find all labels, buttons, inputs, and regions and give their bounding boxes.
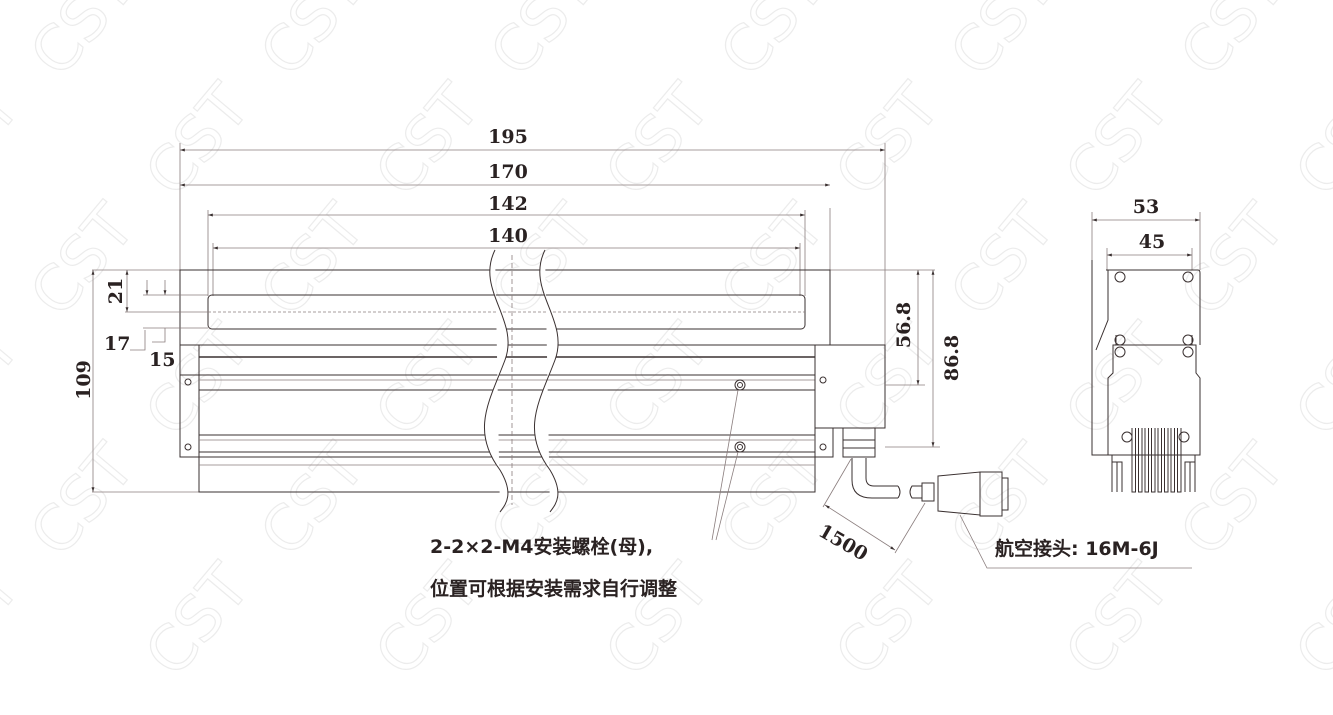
fin xyxy=(1138,428,1143,493)
mount-hole xyxy=(184,378,192,386)
watermark-text: CST xyxy=(1051,550,1185,690)
watermark-text: CST xyxy=(591,70,725,210)
watermark-text: CST xyxy=(0,550,35,690)
dim-53: 53 xyxy=(1133,196,1159,218)
fin xyxy=(1164,428,1169,493)
watermark-text: CST xyxy=(16,0,150,90)
watermark-text: CST xyxy=(0,310,35,450)
dim-21: 21 xyxy=(105,278,127,304)
m4-screw xyxy=(734,441,746,453)
heatsink-fins xyxy=(1131,428,1182,493)
watermark-text: CST xyxy=(706,0,840,90)
watermark-text: CST xyxy=(361,310,495,450)
fin xyxy=(1144,428,1149,493)
watermark-text: CST xyxy=(16,430,150,570)
watermark-text: CST xyxy=(0,70,35,210)
watermark-text: CST xyxy=(591,310,725,450)
dim-109: 109 xyxy=(73,360,95,400)
watermark-text: CST xyxy=(1281,70,1333,210)
dim-170: 170 xyxy=(488,161,528,183)
dim-15: 15 xyxy=(149,349,175,371)
mount-note-label: 位置可根据安装需求自行调整 xyxy=(430,577,677,600)
watermark-text: CST xyxy=(476,0,610,90)
fin xyxy=(1170,428,1175,493)
watermark-text: CST xyxy=(821,550,955,690)
watermark-text: CST xyxy=(131,550,265,690)
fin xyxy=(1131,428,1136,493)
watermark-text: CST xyxy=(1166,0,1300,90)
fin xyxy=(1151,428,1156,493)
dim-17: 17 xyxy=(104,333,130,355)
watermark-text: CST xyxy=(821,70,955,210)
fin xyxy=(1177,428,1182,493)
dim-195: 195 xyxy=(488,126,528,148)
side-view xyxy=(1091,212,1201,493)
watermark-text: CST xyxy=(1166,190,1300,330)
watermark-text: CST xyxy=(246,190,380,330)
front-view xyxy=(91,143,1192,569)
mount-screws-label: 2-2×2-M4安装螺栓(母), xyxy=(430,535,653,558)
mount-hole xyxy=(184,443,192,451)
cable-gland xyxy=(842,427,876,458)
connector-label: 航空接头: 16M-6J xyxy=(995,537,1159,560)
watermark-text: CST xyxy=(821,310,955,450)
watermark-text: CST xyxy=(936,0,1070,90)
watermark-text: CST xyxy=(1051,70,1185,210)
watermark-text: CST xyxy=(361,550,495,690)
watermark-text: CST xyxy=(936,190,1070,330)
watermark-text: CST xyxy=(1166,430,1300,570)
fin xyxy=(1157,428,1162,493)
dim-142: 142 xyxy=(488,193,528,215)
watermark-text: CST xyxy=(246,0,380,90)
watermark-text: CST xyxy=(361,70,495,210)
watermark-text: CST xyxy=(246,430,380,570)
watermark-text: CST xyxy=(131,310,265,450)
dim-86-8: 86.8 xyxy=(941,335,963,381)
watermark-text: CST xyxy=(706,190,840,330)
dim-45: 45 xyxy=(1139,231,1165,253)
dim-56-8: 56.8 xyxy=(893,302,915,348)
watermark-text: CST xyxy=(16,190,150,330)
dim-1500: 1500 xyxy=(815,520,872,565)
watermark-text: CST xyxy=(1281,310,1333,450)
watermark-text: CST xyxy=(1281,550,1333,690)
dim-140: 140 xyxy=(488,225,528,247)
m4-screw xyxy=(734,379,746,391)
watermark-text: CST xyxy=(706,430,840,570)
watermark-text: CST xyxy=(591,550,725,690)
watermark-text: CST xyxy=(131,70,265,210)
